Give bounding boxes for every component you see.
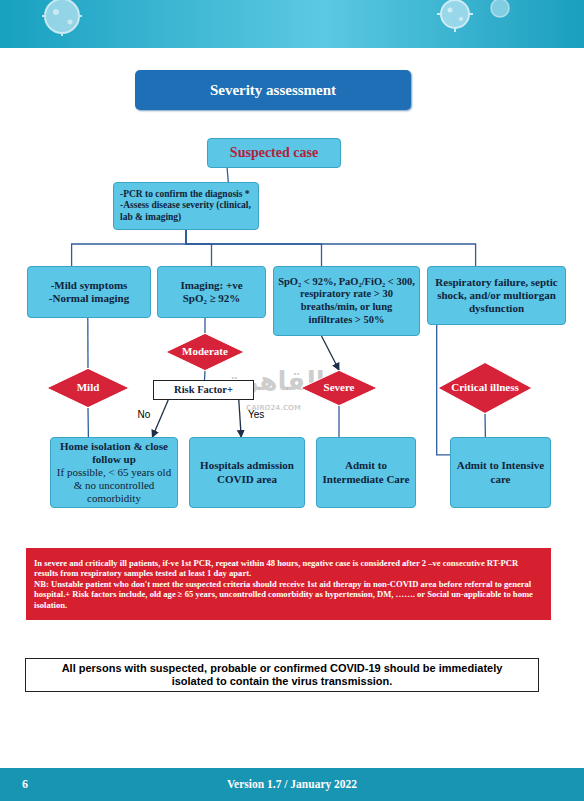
criteria-box: -Mild symptoms-Normal imaging bbox=[27, 266, 151, 318]
outcome-box: Admit to Intensive care bbox=[450, 437, 551, 508]
line-connector bbox=[186, 230, 476, 266]
title-text: Severity assessment bbox=[210, 82, 336, 99]
node-subtext: SpO₂ ≥ 92% bbox=[183, 292, 241, 305]
start-box: Suspected case bbox=[207, 138, 341, 168]
node-text: All persons with suspected, probable or … bbox=[56, 662, 508, 688]
outcome-box: Hospitals admission COVID area bbox=[189, 437, 305, 508]
node-text: -Mild symptoms bbox=[51, 279, 128, 292]
node-text: Critical illness bbox=[451, 381, 519, 394]
line-connector bbox=[484, 414, 486, 437]
edge-label: No bbox=[137, 409, 150, 420]
node-text: 6 bbox=[22, 777, 28, 791]
node-text: Severe bbox=[324, 381, 355, 394]
node-text: Hospitals admission COVID area bbox=[194, 459, 300, 485]
node-subtext: -Assess disease severity (clinical, lab … bbox=[120, 200, 252, 223]
node-text: -PCR to confirm the diagnosis * bbox=[120, 189, 250, 200]
outcome-box: Home isolation & close follow upIf possi… bbox=[50, 437, 178, 508]
edge-label: Yes bbox=[248, 409, 264, 420]
note-band: In severe and critically ill patients, i… bbox=[26, 548, 551, 620]
arrow-connector bbox=[322, 336, 340, 370]
arrow-connector bbox=[239, 400, 241, 437]
node-text: Admit to Intensive care bbox=[455, 459, 546, 485]
virus-icon bbox=[491, 0, 509, 17]
criteria-box: SpO₂ < 92%, PaO₂/FiO₂ < 300, respiratory… bbox=[273, 266, 420, 336]
severity-diamond: Critical illness bbox=[437, 362, 533, 414]
title-box: Severity assessment bbox=[135, 70, 411, 110]
node-subtext: If possible, < 65 years old & no uncontr… bbox=[55, 466, 173, 506]
decision-box: Risk Factor+ bbox=[153, 380, 254, 400]
line-connector bbox=[186, 230, 322, 266]
line-connector bbox=[338, 406, 339, 437]
node-text: Suspected case bbox=[230, 145, 318, 162]
severity-diamond: Mild bbox=[46, 368, 130, 408]
node-text: Mild bbox=[77, 381, 100, 394]
criteria-box: Respiratory failure, septic shock, and/o… bbox=[427, 266, 566, 325]
virus-icon bbox=[437, 0, 473, 32]
node-text: Imaging: +ve bbox=[180, 279, 242, 292]
header-band bbox=[0, 0, 584, 48]
node-subtext: Version 1.7 / January 2022 bbox=[227, 778, 357, 792]
severity-diamond: Severe bbox=[300, 370, 378, 406]
notice-box: All persons with suspected, probable or … bbox=[25, 658, 539, 692]
node-text: Respiratory failure, septic shock, and/o… bbox=[432, 276, 561, 316]
line-connector bbox=[227, 168, 228, 182]
line-connector bbox=[204, 371, 206, 380]
severity-diamond: Moderate bbox=[165, 333, 245, 371]
arrow-connector bbox=[152, 400, 168, 437]
node-subtext: NB: Unstable patient who don't meet the … bbox=[34, 579, 543, 610]
outcome-box: Admit to Intermediate Care bbox=[316, 437, 416, 508]
virus-icon bbox=[42, 0, 82, 36]
criteria-box: Imaging: +veSpO₂ ≥ 92% bbox=[157, 266, 266, 318]
node-text: Risk Factor+ bbox=[174, 384, 233, 397]
footer-band: 6 Version 1.7 / January 2022 bbox=[0, 768, 584, 801]
line-connector bbox=[72, 230, 186, 266]
line-connector bbox=[87, 318, 88, 368]
line-connector bbox=[186, 230, 212, 266]
node-text: Home isolation & close follow up bbox=[55, 440, 173, 466]
line-connector bbox=[87, 408, 89, 437]
node-subtext: -Normal imaging bbox=[49, 292, 129, 305]
node-text: SpO₂ < 92%, PaO₂/FiO₂ < 300, respiratory… bbox=[278, 276, 415, 326]
node-text: Moderate bbox=[182, 345, 228, 358]
process-box: -PCR to confirm the diagnosis *-Assess d… bbox=[113, 182, 259, 230]
node-text: In severe and critically ill patients, i… bbox=[34, 558, 543, 579]
node-text: Admit to Intermediate Care bbox=[321, 459, 411, 485]
line-connector bbox=[204, 318, 205, 333]
